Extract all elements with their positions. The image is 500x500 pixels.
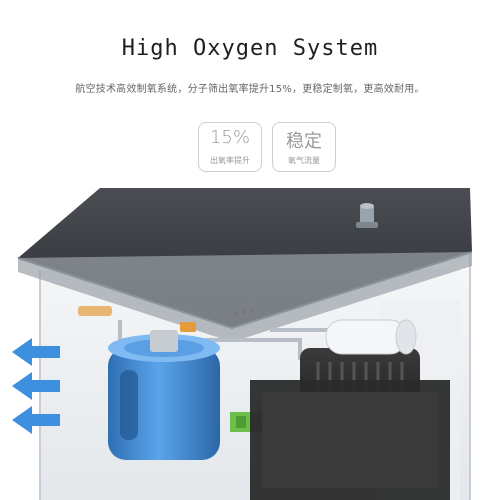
device-cutaway-illustration [12, 188, 473, 500]
airflow-arrow-icon [12, 406, 60, 434]
badge-oxygen-flow-label: 氧气流量 [288, 156, 320, 165]
badge-oxygen-flow: 稳定 氧气流量 [272, 122, 336, 172]
molecular-sieve-cylinder [325, 319, 417, 355]
valve-knob [356, 203, 378, 228]
airflow-arrow-icon [12, 338, 60, 366]
airflow-arrow-icon [12, 372, 60, 400]
badge-oxygen-flow-value: 稳定 [286, 131, 322, 152]
badge-oxygen-rate: 15% 出氧率提升 [198, 122, 262, 172]
oxygen-tank [108, 330, 220, 460]
compressor-fan [250, 348, 450, 500]
orange-fittings [78, 306, 196, 332]
badge-oxygen-rate-value: 15% [209, 127, 250, 148]
page-subtitle: 航空技术高效制氧系统，分子筛出氧率提升15%，更稳定制氧，更高效耐用。 [75, 84, 425, 95]
badge-oxygen-rate-label: 出氧率提升 [210, 156, 250, 165]
page-title: High Oxygen System [121, 36, 379, 61]
